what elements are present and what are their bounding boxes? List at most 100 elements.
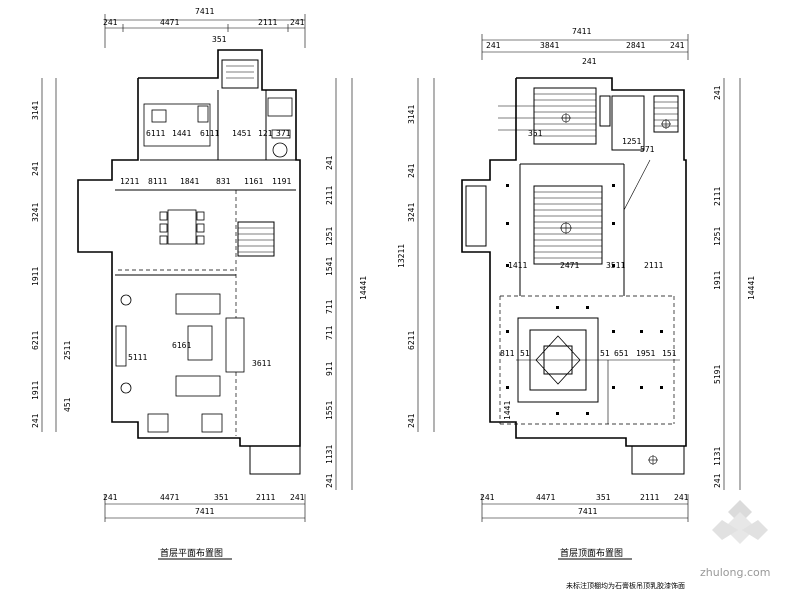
- row-label-6: 1191: [272, 177, 291, 186]
- right-dim-9: 1131: [325, 445, 334, 464]
- ground-floor-layout-plan: 7411 241 4471 2111 241 351 3141 241 3241…: [31, 7, 368, 560]
- dining-ceiling: [533, 185, 603, 265]
- left-dim-6: 1911: [31, 381, 40, 400]
- right-dim-5: 711: [325, 299, 334, 314]
- bottom-total-dim: 7411: [195, 507, 214, 516]
- right-dim-8: 1551: [325, 401, 334, 420]
- left-total-dim: 13211: [397, 244, 406, 268]
- left-dim-5: 6211: [31, 331, 40, 350]
- ceiling-label-7: 2111: [644, 261, 663, 270]
- top-seg-1: 241: [486, 41, 501, 50]
- armchair: [175, 293, 221, 315]
- right-dim-4: 1541: [325, 257, 334, 276]
- ceiling-label-2: 1251: [622, 137, 641, 146]
- watermark-text: zhulong.com: [700, 566, 770, 579]
- right-dim-5: 5191: [713, 365, 722, 384]
- ceiling-label-13: 151: [662, 349, 677, 358]
- bottom-total-dim: 7411: [578, 507, 597, 516]
- ceiling-label-14: 1441: [503, 401, 512, 420]
- tv-cabinet: [115, 325, 127, 367]
- right-total-dim: 14441: [359, 276, 368, 300]
- left-dim-2: 241: [407, 163, 416, 178]
- row-label-1: 1211: [120, 177, 139, 186]
- room-label-2: 1441: [172, 129, 191, 138]
- bottom-seg-1: 241: [103, 493, 118, 502]
- row-label-3: 1841: [180, 177, 199, 186]
- coffee-table: [187, 325, 213, 361]
- top-seg-2: 4471: [160, 18, 179, 27]
- right-total-dim: 14441: [747, 276, 756, 300]
- left-dim-1: 3141: [31, 101, 40, 120]
- top-seg-4: 241: [670, 41, 685, 50]
- plan-title: 首层平面布置图: [160, 547, 223, 559]
- left-inner-dim-1: 2511: [63, 341, 72, 360]
- bottom-seg-5: 241: [674, 493, 689, 502]
- room-label-3: 6111: [200, 129, 219, 138]
- ceiling-label-4: 1411: [508, 261, 527, 270]
- right-dim-6: 711: [325, 325, 334, 340]
- left-dim-4: 6211: [407, 331, 416, 350]
- bottom-seg-5: 241: [290, 493, 305, 502]
- ceiling-label-10: 51: [600, 349, 610, 358]
- left-dim-1: 3141: [407, 105, 416, 124]
- right-dim-4: 1911: [713, 271, 722, 290]
- row-label-4: 831: [216, 177, 231, 186]
- dining-table: [167, 209, 197, 245]
- sofa: [225, 317, 245, 373]
- watermark-logo-icon: [712, 500, 768, 544]
- top-total-dim: 7411: [195, 7, 214, 16]
- top-seg-3: 2111: [258, 18, 277, 27]
- left-dim-4: 1911: [31, 267, 40, 286]
- top-seg-4: 241: [290, 18, 305, 27]
- room-label-6: 371: [276, 129, 291, 138]
- top-seg-1: 241: [103, 18, 118, 27]
- row-label-5: 1161: [244, 177, 263, 186]
- ceiling-label-3: 571: [640, 145, 655, 154]
- ceiling-label-6: 3511: [606, 261, 625, 270]
- plan-title: 首层顶面布置图: [560, 547, 623, 559]
- armchair: [175, 375, 221, 397]
- top-sub-dim: 351: [212, 35, 227, 44]
- ceiling-label-9: 51: [520, 349, 530, 358]
- right-dim-1: 241: [325, 155, 334, 170]
- bottom-seg-3: 351: [596, 493, 611, 502]
- ground-floor-ceiling-plan: 7411 241 3841 2841 241 241 3141 241 3241…: [397, 27, 756, 590]
- room-label-8: 5111: [128, 353, 147, 362]
- bottom-seg-4: 2111: [256, 493, 275, 502]
- ceiling-label-5: 2471: [560, 261, 579, 270]
- right-dim-7: 241: [713, 473, 722, 488]
- top-total-dim: 7411: [572, 27, 591, 36]
- right-dim-2: 2111: [713, 187, 722, 206]
- ceiling-label-8: 811: [500, 349, 515, 358]
- row-label-2: 8111: [148, 177, 167, 186]
- ceiling-label-1: 351: [528, 129, 543, 138]
- top-seg-3: 2841: [626, 41, 645, 50]
- right-dim-1: 241: [713, 85, 722, 100]
- room-label-1: 6111: [146, 129, 165, 138]
- ceiling-label-12: 1951: [636, 349, 655, 358]
- ceiling-note: 未标注顶棚均为石膏板吊顶乳胶漆饰面: [566, 581, 685, 590]
- room-label-5: 121: [258, 129, 273, 138]
- left-dim-5: 241: [407, 413, 416, 428]
- right-dim-3: 1251: [713, 227, 722, 246]
- right-dim-6: 1131: [713, 447, 722, 466]
- bottom-seg-4: 2111: [640, 493, 659, 502]
- left-dim-3: 3241: [407, 203, 416, 222]
- right-dim-3: 1251: [325, 227, 334, 246]
- kitchen-ceiling: [533, 87, 597, 145]
- room-label-9: 3611: [252, 359, 271, 368]
- bottom-seg-1: 241: [480, 493, 495, 502]
- bottom-seg-2: 4471: [536, 493, 555, 502]
- top-sub-dim: 241: [582, 57, 597, 66]
- right-dim-10: 241: [325, 473, 334, 488]
- left-dim-7: 241: [31, 413, 40, 428]
- bottom-seg-3: 351: [214, 493, 229, 502]
- left-dim-2: 241: [31, 161, 40, 176]
- room-label-7: 6161: [172, 341, 191, 350]
- right-dim-7: 911: [325, 361, 334, 376]
- left-dim-3: 3241: [31, 203, 40, 222]
- room-label-4: 1451: [232, 129, 251, 138]
- right-dim-2: 2111: [325, 186, 334, 205]
